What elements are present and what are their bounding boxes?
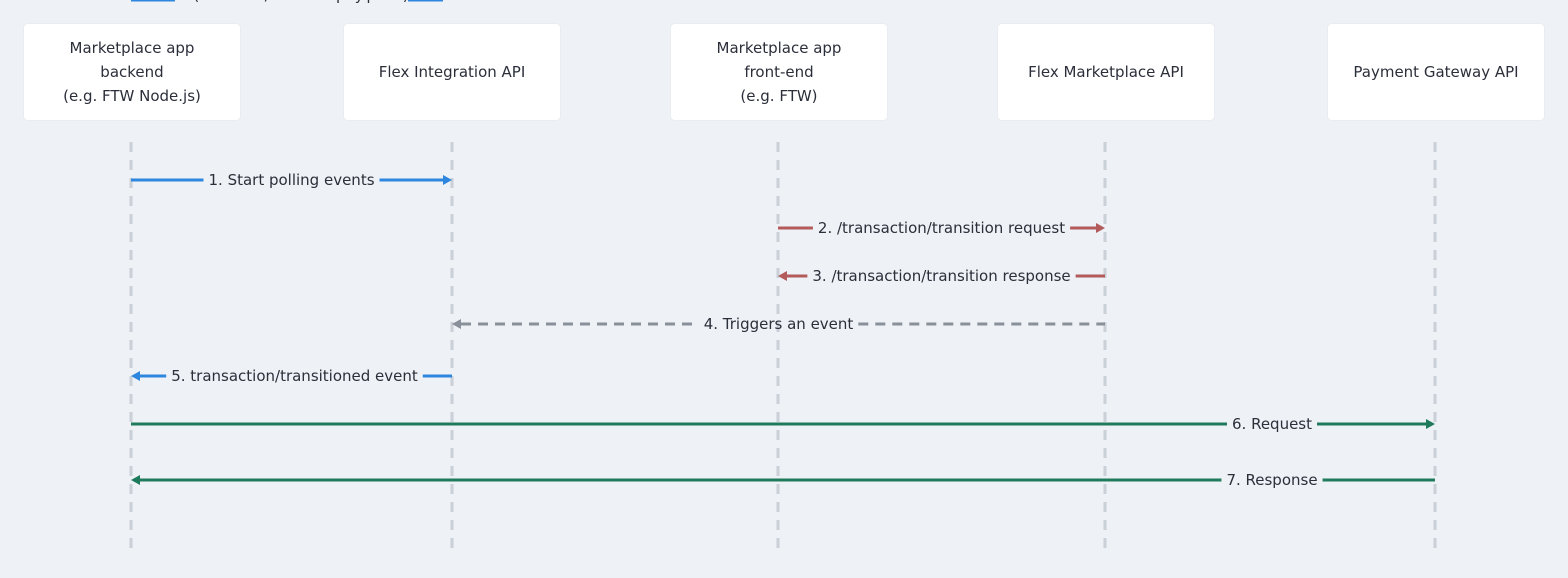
participant-label: Flex Integration API (378, 63, 526, 81)
message-label: 4. Triggers an event (704, 315, 854, 333)
participant-frontend: Marketplace app front-end (e.g. FTW) (671, 24, 887, 120)
message-5: 5. transaction/transitioned event (131, 367, 452, 385)
message-1: 1. Start polling events (131, 171, 452, 189)
message-label: 5. transaction/transitioned event (171, 367, 418, 385)
arrowhead (131, 371, 140, 381)
participant-label: Marketplace app front-end (e.g. FTW) (716, 39, 842, 105)
message-label: 3. /transaction/transition response (812, 267, 1070, 285)
message-label: 2. /transaction/transition request (818, 219, 1065, 237)
message-label: 8. (In case of error in payment) (174, 0, 408, 4)
message-label: Store error to metadata (202, 0, 380, 4)
message-7: 7. Response (131, 471, 1435, 489)
message-label: transaction/transition request (180, 0, 403, 4)
message-label: 1. Start polling events (208, 171, 374, 189)
message-label: 6. Request (1232, 415, 1312, 433)
arrowhead (1426, 419, 1435, 429)
arrowhead (778, 271, 787, 281)
participant-marketplace-api: Flex Marketplace API (998, 24, 1214, 120)
participant-payment-gateway: Payment Gateway API (1328, 24, 1544, 120)
participant-label: Flex Marketplace API (1028, 63, 1184, 81)
participant-label: Payment Gateway API (1353, 63, 1519, 81)
participant-backend: Marketplace app backend (e.g. FTW Node.j… (24, 24, 240, 120)
message-label: 7. Response (1226, 471, 1317, 489)
participant-label: Marketplace app backend (e.g. FTW Node.j… (63, 39, 201, 105)
message-2: 2. /transaction/transition request (778, 219, 1105, 237)
participant-integration-api: Flex Integration API (344, 24, 560, 120)
arrowhead (131, 475, 140, 485)
arrowhead (1096, 223, 1105, 233)
arrowhead (452, 319, 461, 329)
message-4: 4. Triggers an event (452, 315, 1105, 333)
message-6: 6. Request (131, 415, 1435, 433)
message-8: 8. (In case of error in payment)transact… (131, 0, 443, 4)
arrowhead (443, 175, 452, 185)
message-3: 3. /transaction/transition response (778, 267, 1105, 285)
